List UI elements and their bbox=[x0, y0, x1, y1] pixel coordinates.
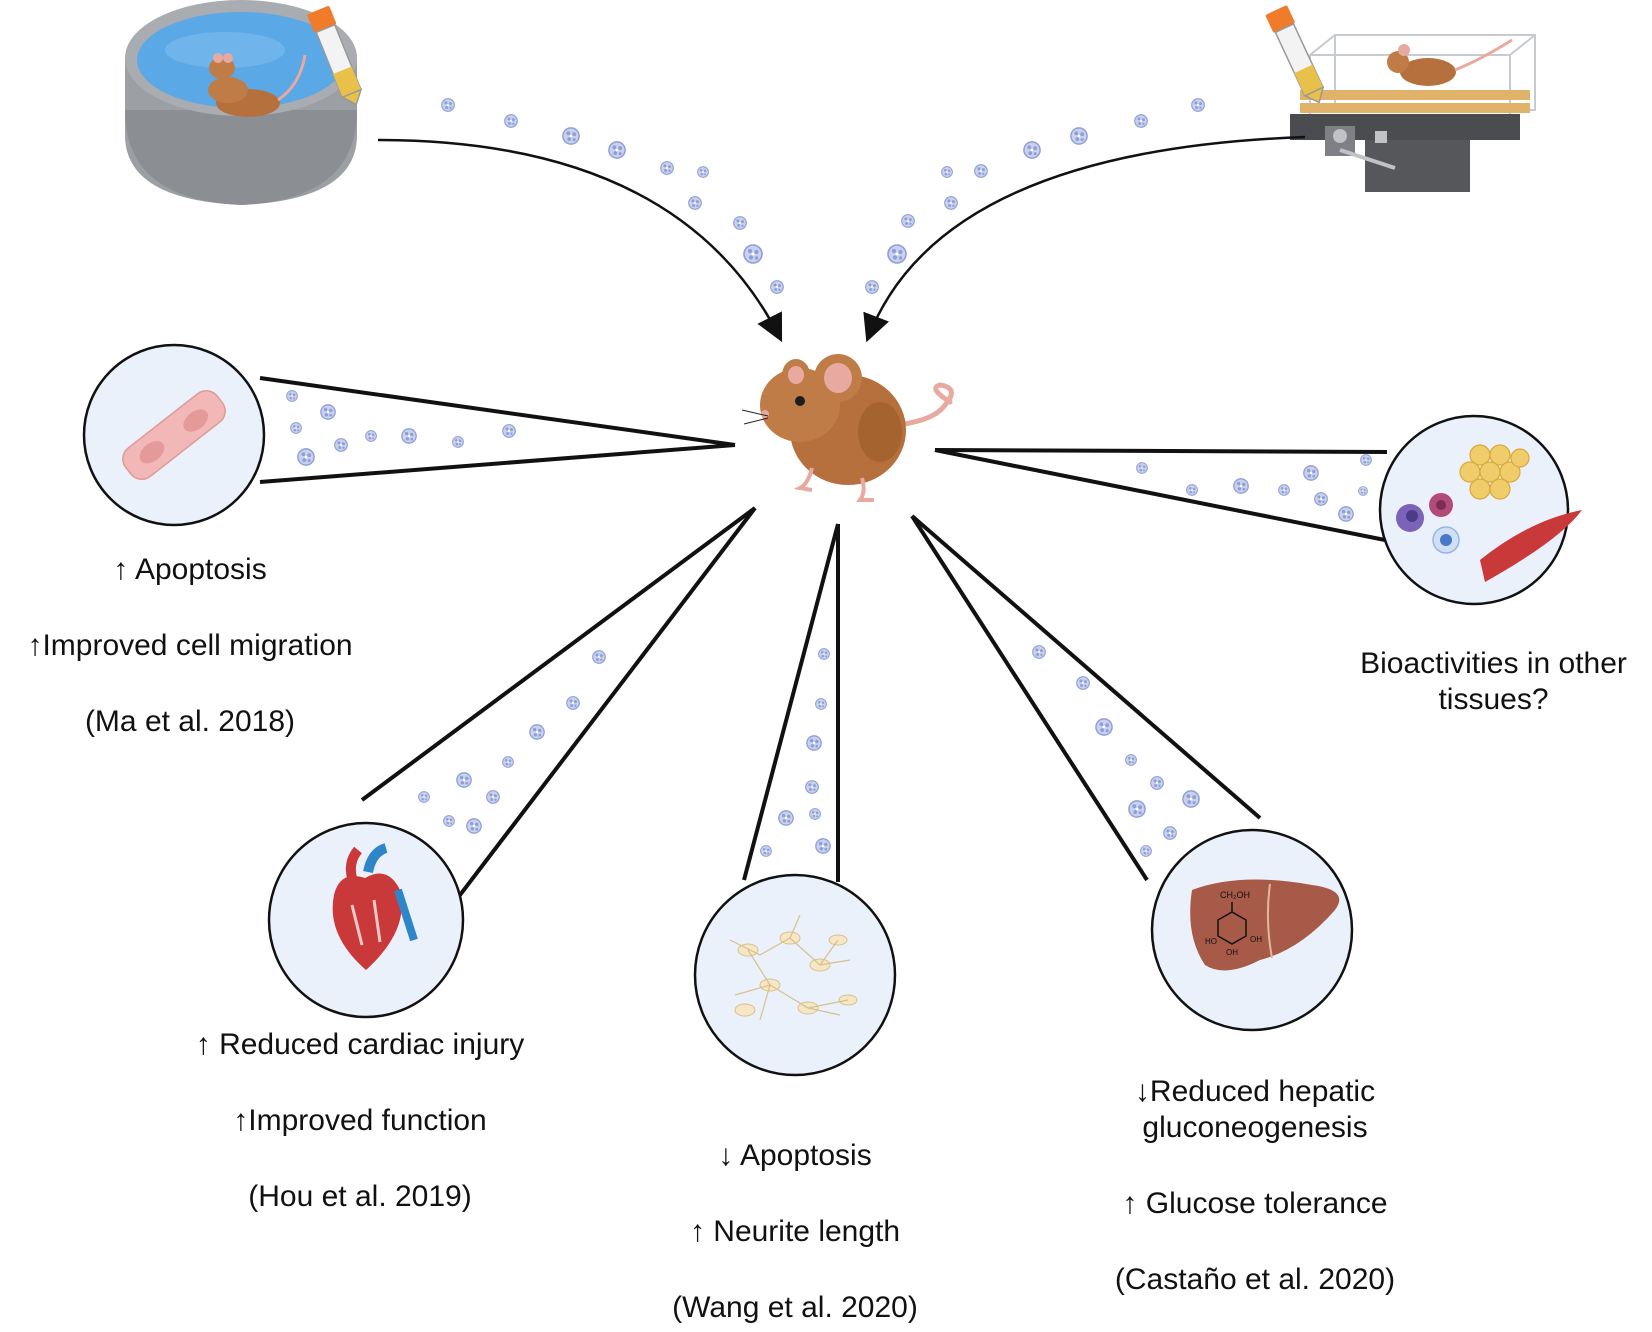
beam-other bbox=[934, 448, 1388, 542]
arrow-right bbox=[863, 135, 1306, 343]
caption-liver-line1a: ↓Reduced hepatic bbox=[1134, 1075, 1376, 1108]
molecule-label-ch2oh: CH₂OH bbox=[1220, 890, 1250, 900]
caption-neuron-ref: (Wang et al. 2020) bbox=[672, 1291, 918, 1324]
caption-heart-line2: ↑Improved function bbox=[233, 1104, 487, 1137]
caption-liver-ref: (Castaño et al. 2020) bbox=[1114, 1263, 1396, 1296]
heart-icon bbox=[267, 821, 465, 1019]
arrow-left bbox=[377, 138, 783, 343]
vesicle-group-top bbox=[441, 98, 1205, 294]
caption-other-line1b: tissues? bbox=[1438, 683, 1549, 716]
treadmill-mouse-icon bbox=[1290, 34, 1536, 192]
caption-neuron-line1: ↓ Apoptosis bbox=[718, 1139, 872, 1172]
caption-cell-line1: ↑ Apoptosis bbox=[113, 553, 267, 586]
caption-cell: ↑ Apoptosis ↑Improved cell migration (Ma… bbox=[0, 552, 380, 740]
beam-liver bbox=[910, 514, 1262, 882]
molecule-label-oh-1: OH bbox=[1250, 935, 1262, 944]
molecule-label-oh-2: OH bbox=[1226, 948, 1238, 957]
caption-neuron-line2: ↑ Neurite length bbox=[689, 1215, 901, 1248]
beam-cell bbox=[259, 376, 736, 484]
molecule-label-ho: HO bbox=[1205, 937, 1217, 946]
neuron-icon bbox=[693, 873, 897, 1077]
tissues-icon bbox=[1378, 414, 1582, 606]
caption-neuron: ↓ Apoptosis ↑ Neurite length (Wang et al… bbox=[610, 1138, 980, 1326]
caption-liver-line2: ↑ Glucose tolerance bbox=[1122, 1187, 1388, 1220]
caption-heart: ↑ Reduced cardiac injury ↑Improved funct… bbox=[160, 1027, 560, 1215]
cell-icon bbox=[82, 343, 266, 527]
beam-neuron bbox=[742, 523, 840, 882]
swimming-mouse-icon bbox=[125, 0, 357, 205]
caption-heart-ref: (Hou et al. 2019) bbox=[248, 1180, 472, 1213]
caption-cell-ref: (Ma et al. 2018) bbox=[84, 705, 296, 738]
liver-icon: CH₂OH OH HO OH bbox=[1150, 828, 1354, 1032]
caption-liver: ↓Reduced hepatic gluconeogenesis ↑ Gluco… bbox=[1060, 1074, 1450, 1298]
sample-tube-icon bbox=[307, 6, 363, 106]
caption-liver-line1b: gluconeogenesis bbox=[1142, 1111, 1368, 1144]
caption-other: Bioactivities in other tissues? bbox=[1335, 646, 1652, 718]
caption-other-line1a: Bioactivities in other bbox=[1360, 647, 1627, 680]
caption-cell-line2: ↑Improved cell migration bbox=[27, 629, 353, 662]
sample-tube-icon bbox=[1265, 5, 1325, 104]
central-mouse-icon bbox=[741, 354, 954, 502]
beam-heart bbox=[360, 506, 757, 897]
caption-heart-line1: ↑ Reduced cardiac injury bbox=[195, 1028, 525, 1061]
